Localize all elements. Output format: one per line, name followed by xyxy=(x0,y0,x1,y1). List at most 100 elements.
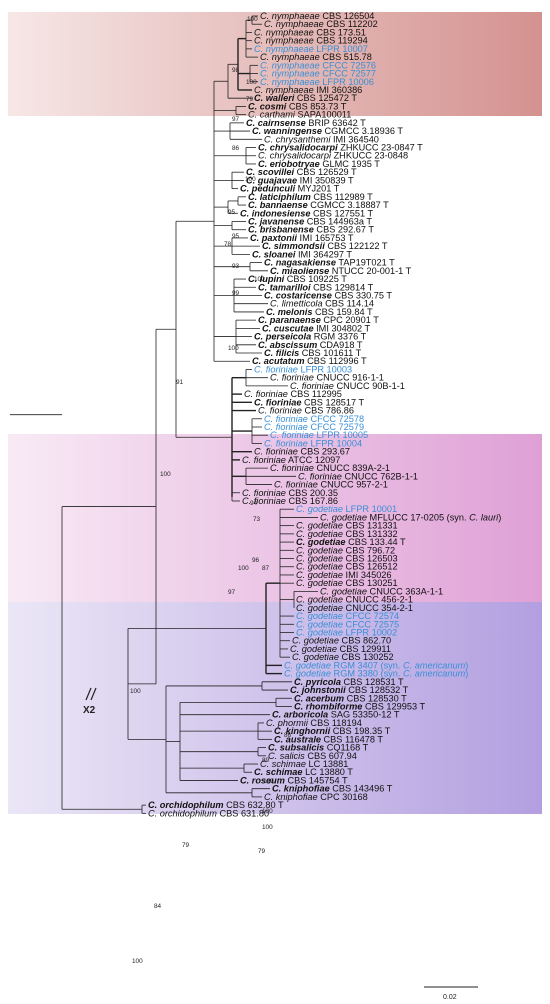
taxon-species: C. godetiae xyxy=(284,660,331,670)
taxon-label: C. godetiae CFCC 72574 xyxy=(296,611,399,621)
taxon-label: C. fioriniae CBS 112995 xyxy=(244,389,342,399)
taxon-label: C. simmondsii CBS 122122 T xyxy=(262,241,388,251)
taxon-strain: CFCC 72578 xyxy=(308,414,364,424)
taxon-species: C. lupini xyxy=(248,274,285,284)
taxon-label: C. godetiae CBS 126503 xyxy=(296,554,398,564)
support-value: 100 xyxy=(262,808,273,815)
taxon-label: C. kniphofiae CBS 143496 T xyxy=(272,784,393,794)
taxon-species: C. rhombiforme xyxy=(294,701,362,711)
taxon-strain: CBS 114.14 xyxy=(323,299,374,309)
taxon-strain: LC 13881 xyxy=(306,759,348,769)
taxon-strain: CBS 112202 xyxy=(324,19,378,29)
taxon-label: C. nymphaeae LFPR 10007 xyxy=(254,44,368,54)
taxon-strain: CBS 122122 T xyxy=(325,241,388,251)
taxon-label: C. godetiae CNUCC 456-2-1 xyxy=(296,595,413,605)
taxon-strain: CBS 116478 T xyxy=(321,734,383,744)
taxon-strain: RGM 3380 (syn. xyxy=(331,669,403,679)
taxon-label: C. fioriniae CNUCC 916-1-1 xyxy=(270,373,384,383)
taxon-strain: ATCC 12097 xyxy=(286,455,340,465)
taxon-strain: CBS 119294 xyxy=(314,36,368,46)
taxon-label: C. lupini CBS 109225 T xyxy=(248,274,347,284)
taxon-strain: CNUCC 839A-2-1 xyxy=(314,463,390,473)
taxon-strain: CBS 330.75 T xyxy=(332,290,392,300)
taxon-label: C. carthami SAPA100011 xyxy=(248,110,351,120)
taxon-species: C. fioriniae xyxy=(244,389,288,399)
taxon-strain: MFLUCC 17-0205 (syn. xyxy=(367,512,469,522)
taxon-species: C. eriobotryae xyxy=(258,159,320,169)
support-value: 89 xyxy=(262,757,270,764)
taxon-label: C. wanningense CGMCC 3.18936 T xyxy=(252,126,403,136)
taxon-strain: LFPR 10002 xyxy=(343,628,397,638)
taxon-label: C. nymphaeae LFPR 10006 xyxy=(260,77,374,87)
taxon-species: C. godetiae xyxy=(296,595,343,605)
taxon-strain: CBS 118194 xyxy=(308,718,362,728)
taxon-species: C. fioriniae xyxy=(258,406,302,416)
taxon-species: C. godetiae xyxy=(320,586,367,596)
taxon-label: C. acerbum CBS 128530 T xyxy=(294,693,407,703)
taxon-strain: CBS 126529 T xyxy=(294,167,357,177)
taxon-species: C. abscissum xyxy=(258,340,317,350)
taxon-label: C. godetiae CBS 796.72 xyxy=(296,545,395,555)
taxon-species: C. godetiae xyxy=(292,652,339,662)
support-value: 100 xyxy=(132,958,143,965)
taxon-species: C. chrysalidocarpi xyxy=(258,143,338,153)
taxon-label: C. sloanei IMI 364297 T xyxy=(252,249,352,259)
support-value: 87 xyxy=(262,565,270,572)
taxon-strain: CFCC 72579 xyxy=(308,422,364,432)
support-value: 100 xyxy=(245,176,256,183)
taxon-species: C. fioriniae xyxy=(254,447,298,457)
taxon-species: C. nymphaeae xyxy=(264,19,324,29)
taxon-label: C. godetiae LFPR 10001 xyxy=(296,504,397,514)
taxon-species: C. orchidophilum xyxy=(148,800,224,810)
taxon-species: C. nymphaeae xyxy=(254,85,314,95)
taxon-species: C. godetiae xyxy=(296,529,343,539)
support-value: 100 xyxy=(262,824,273,831)
taxon-species: C. chrysanthemi xyxy=(264,134,331,144)
taxon-species: C. laticiphilum xyxy=(248,192,311,202)
taxon-strain: CBS 101611 T xyxy=(299,348,361,358)
taxon-label: C. nymphaeae CBS 126504 xyxy=(260,11,374,21)
taxon-strain: CFCC 72575 xyxy=(343,619,399,629)
taxon-label: C. godetiae RGM 3380 (syn. C. americanum… xyxy=(284,669,468,679)
taxon-species: C. nymphaeae xyxy=(254,36,314,46)
taxon-label: C. cosmi CBS 853.73 T xyxy=(248,101,347,111)
taxon-species: C. godetiae xyxy=(284,669,331,679)
taxon-species: C. australe xyxy=(274,734,321,744)
support-value: 94 xyxy=(250,500,258,507)
taxon-label: C. pedunculi MYJ201 T xyxy=(240,184,340,194)
taxon-species: C. fioriniae xyxy=(290,381,334,391)
taxon-species: C. fioriniae xyxy=(254,397,301,407)
taxon-species: C. chrysalidocarpi xyxy=(258,151,332,161)
taxon-strain: CBS 144963a T xyxy=(304,217,372,227)
taxon-label: C. godetiae MFLUCC 17-0205 (syn. C. laur… xyxy=(320,512,501,522)
taxon-species: C. kinghornii xyxy=(274,726,331,736)
support-value: 100 xyxy=(247,16,258,23)
taxon-species: C. fioriniae xyxy=(274,480,318,490)
taxon-label: C. kinghornii CBS 198.35 T xyxy=(274,726,391,736)
taxon-species: C. godetiae xyxy=(296,611,343,621)
taxon-species: C. godetiae xyxy=(296,504,343,514)
taxon-label: C. godetiae CBS 129911 xyxy=(290,644,391,654)
taxon-label: C. roseum CBS 145754 T xyxy=(240,775,348,785)
taxon-species: C. miaoliense xyxy=(270,266,329,276)
taxon-species: C. walleri xyxy=(254,93,295,103)
taxon-label: C. johnstonii CBS 128532 T xyxy=(290,685,409,695)
taxon-species: C. nymphaeae xyxy=(254,44,314,54)
taxon-strain: CNUCC 354-2-1 xyxy=(343,603,413,613)
taxon-species: C. fioriniae xyxy=(242,455,286,465)
taxon-strain: IMI 165753 T xyxy=(297,233,354,243)
support-value: 78 xyxy=(224,241,232,248)
taxon-species: C. guajavae xyxy=(246,175,297,185)
taxon-species: C. godetiae xyxy=(296,628,343,638)
taxon-strain: CBS 786.86 xyxy=(302,406,354,416)
taxon-label: C. acutatum CBS 112996 T xyxy=(252,356,367,366)
taxon-strain: CBS 112995 xyxy=(288,389,342,399)
taxon-strain: LFPR 10003 xyxy=(298,364,352,374)
taxon-label: C. godetiae RGM 3407 (syn. C. americanum… xyxy=(284,660,468,670)
taxon-label: C. scovillei CBS 126529 T xyxy=(246,167,357,177)
taxon-label: C. godetiae CBS 130251 xyxy=(296,578,398,588)
taxon-species: C. nymphaeae xyxy=(260,60,320,70)
taxon-synonym: C. americanum xyxy=(403,669,466,679)
taxon-label: C. fioriniae LFPR 10004 xyxy=(264,438,362,448)
taxon-label: C. godetiae CNUCC 354-2-1 xyxy=(296,603,413,613)
